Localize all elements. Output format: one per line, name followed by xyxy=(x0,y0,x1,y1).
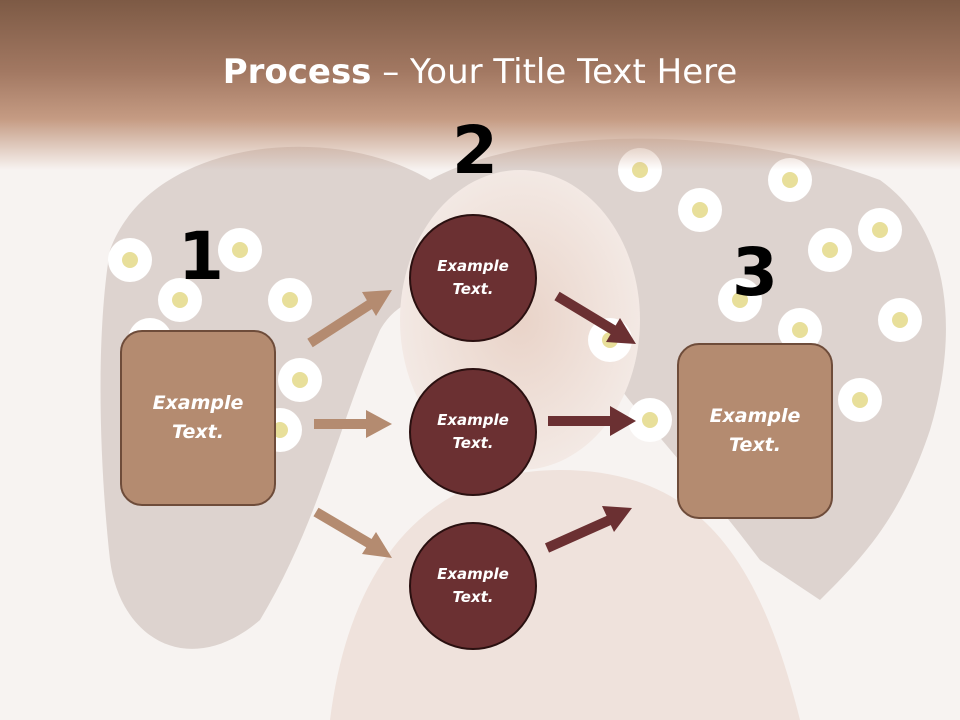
title-bold: Process xyxy=(222,52,372,92)
step-2-circle-label: Example Text. xyxy=(437,411,509,452)
title-rest: – Your Title Text Here xyxy=(371,52,738,92)
arrow-bottom-to-3 xyxy=(544,506,632,553)
step-2-circle-label: Example Text. xyxy=(437,565,509,606)
step-3-number: 3 xyxy=(732,234,778,311)
step-3-box: Example Text. xyxy=(677,343,833,519)
step-2-circle-top: Example Text. xyxy=(409,214,537,342)
step-1-label: Example Text. xyxy=(152,392,244,443)
step-2-number: 2 xyxy=(452,112,498,189)
arrow-middle-to-3 xyxy=(548,406,636,436)
step-1-number: 1 xyxy=(178,218,224,295)
arrow-1-to-middle xyxy=(314,410,392,438)
step-1-box: Example Text. xyxy=(120,330,276,506)
arrow-top-to-3 xyxy=(554,291,636,344)
title-banner: Process – Your Title Text Here xyxy=(0,0,960,170)
step-2-circle-bottom: Example Text. xyxy=(409,522,537,650)
arrow-1-to-top xyxy=(307,290,392,348)
step-3-label: Example Text. xyxy=(709,405,801,456)
step-2-circle-middle: Example Text. xyxy=(409,368,537,496)
page-title: Process – Your Title Text Here xyxy=(0,52,960,92)
arrow-1-to-bottom xyxy=(313,507,392,558)
step-2-circle-label: Example Text. xyxy=(437,257,509,298)
